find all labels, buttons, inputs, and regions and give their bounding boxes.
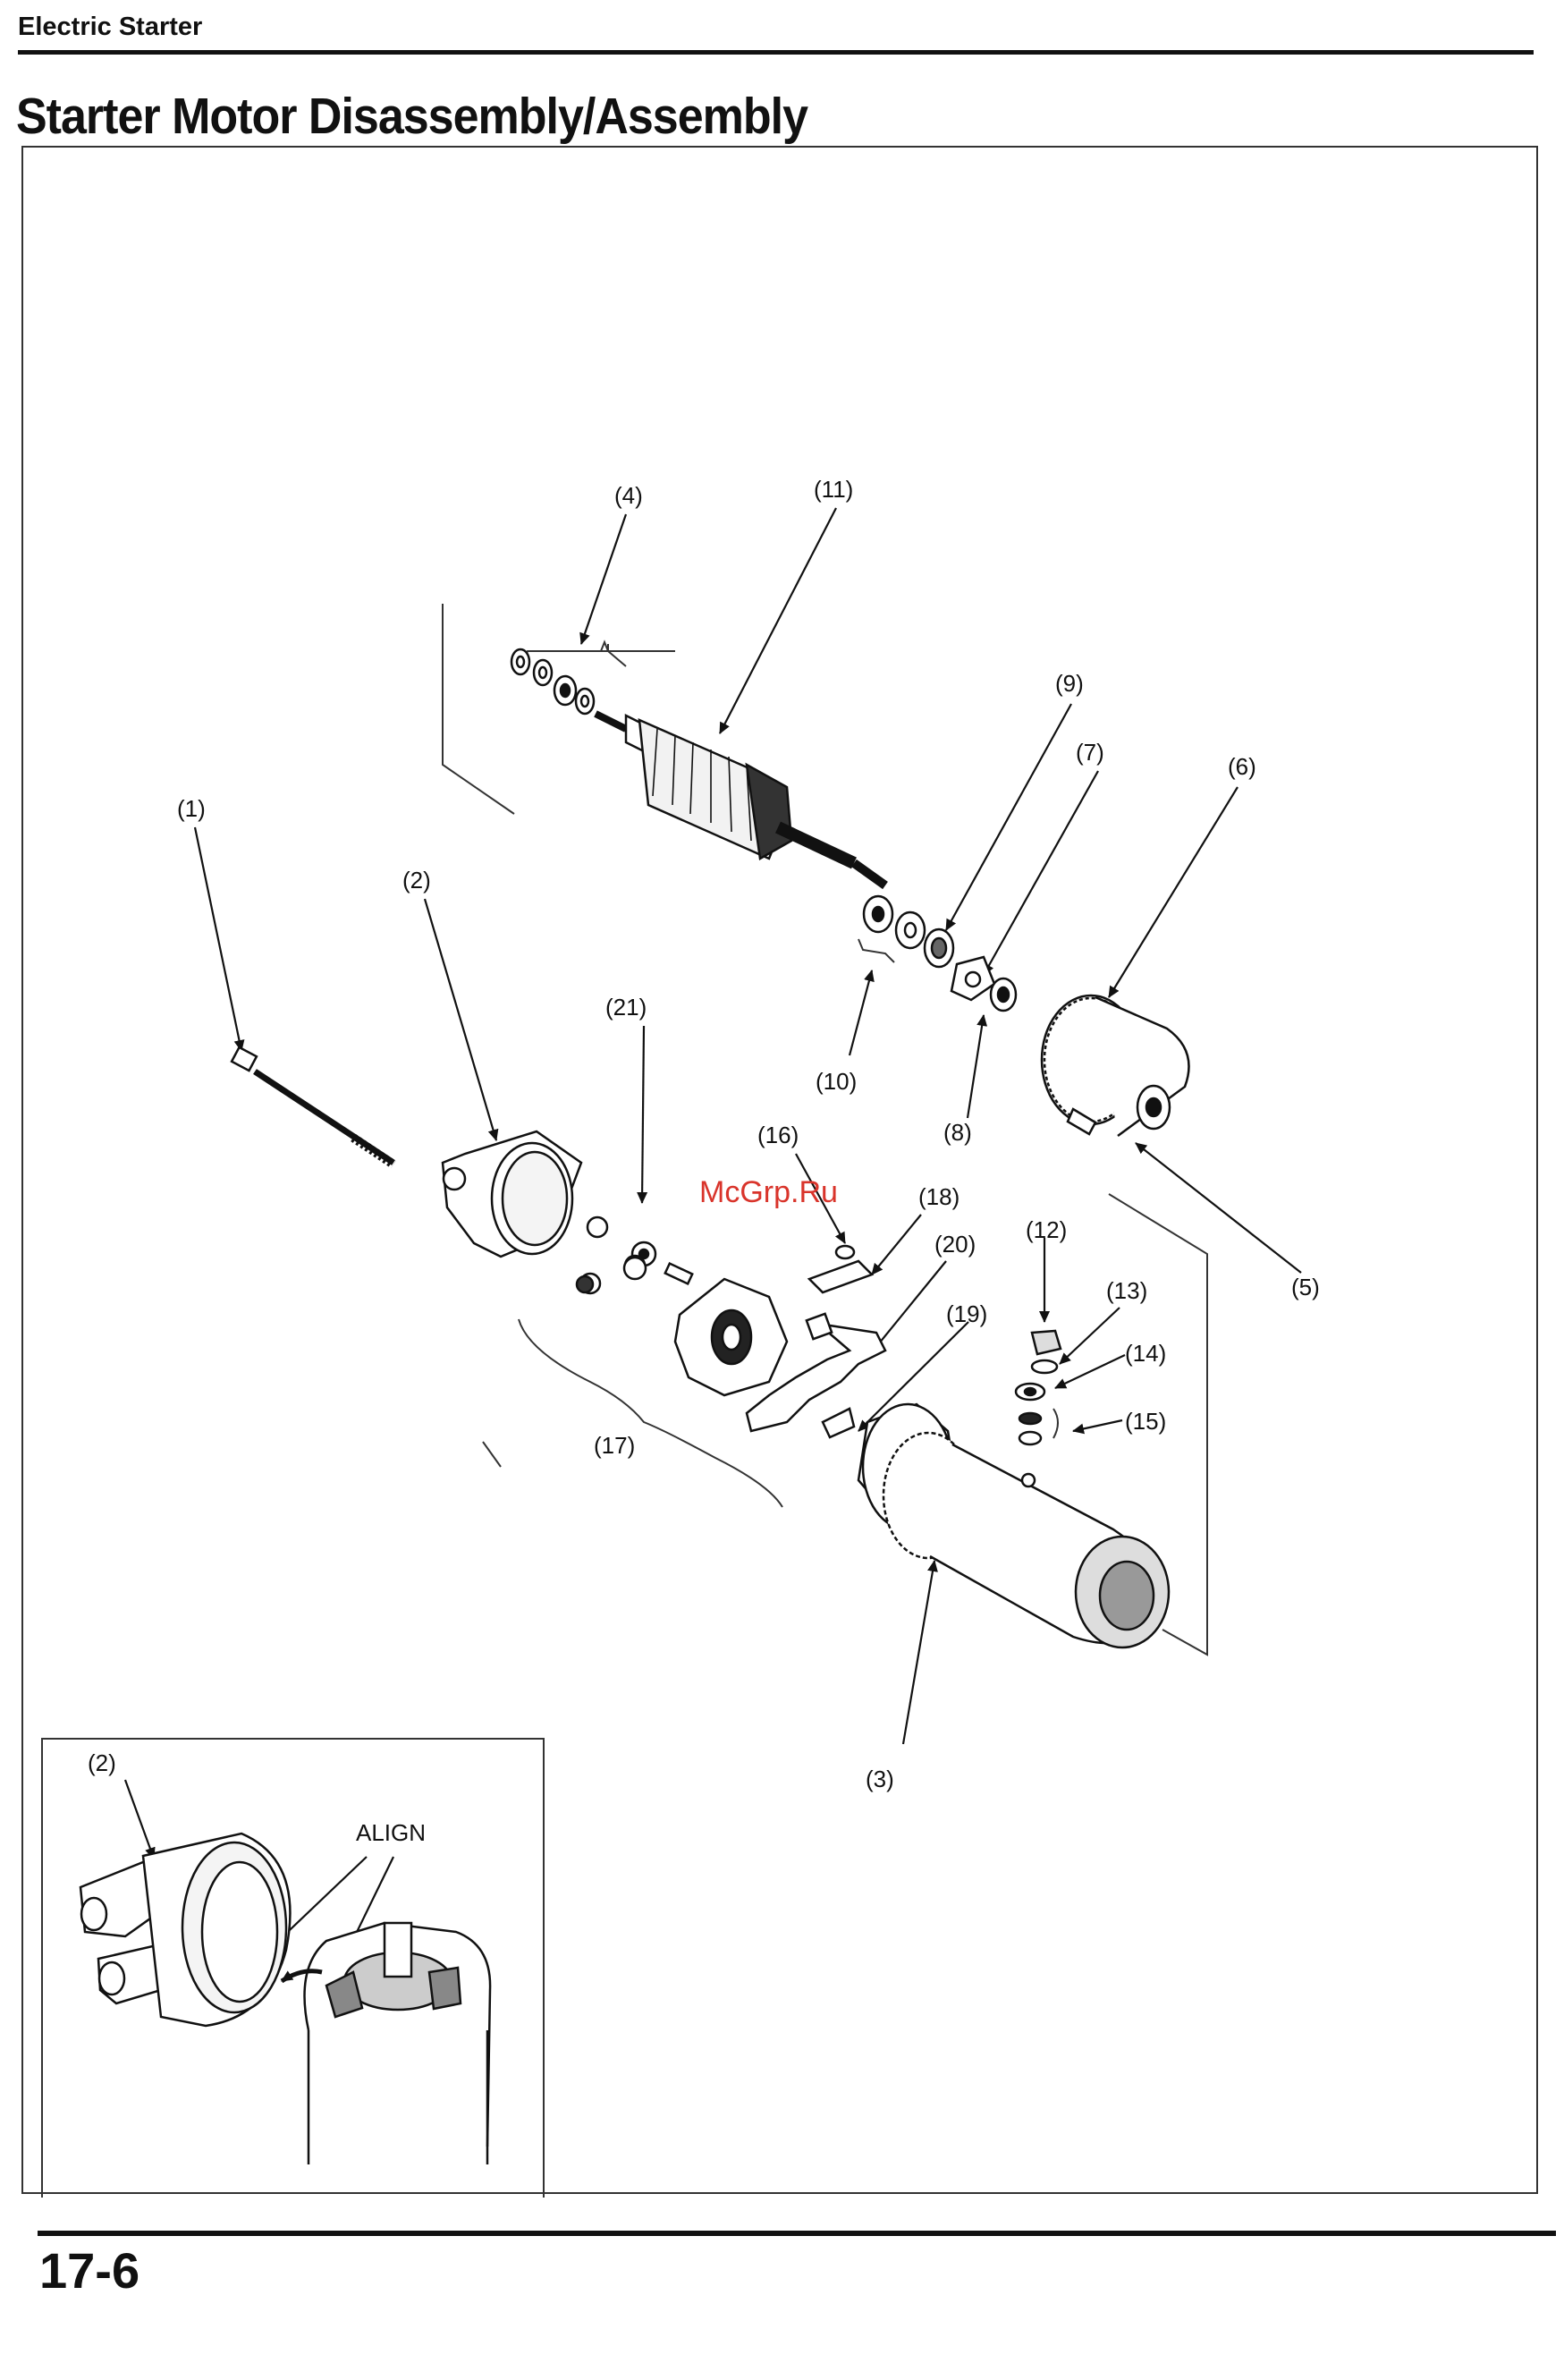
callout-6: (6) [1228,753,1256,780]
callout-4: (4) [614,482,643,509]
callout-15: (15) [1125,1408,1166,1435]
washers-10 [864,896,925,948]
callout-16: (16) [757,1122,799,1148]
callout-8: (8) [943,1119,972,1146]
callout-3: (3) [866,1766,894,1792]
terminal-hardware [1016,1331,1061,1444]
callout-20: (20) [934,1231,976,1258]
watermark: McGrp.Ru [699,1175,838,1210]
bearing-9 [925,929,953,967]
brush-springs-21 [577,1217,655,1293]
rear-cover-2 [443,1131,581,1257]
callout-13: (13) [1106,1277,1147,1304]
through-bolt-1 [232,1047,393,1165]
callout-10: (10) [816,1068,857,1095]
callout-14: (14) [1125,1340,1166,1367]
inset-illustration [80,1834,490,2164]
armature-11 [596,714,885,885]
align-label: ALIGN [356,1819,426,1846]
bottom-rule [38,2231,1556,2236]
plate-7 [951,957,994,1000]
callout-2: (2) [402,867,431,894]
callout-12: (12) [1026,1216,1067,1243]
callout-7: (7) [1076,739,1104,766]
callout-17: (17) [594,1432,635,1459]
callout-19: (19) [946,1300,987,1327]
page-number: 17-6 [39,2241,139,2300]
callout-11: (11) [814,476,853,503]
callout-5: (5) [1291,1274,1320,1300]
callout-9: (9) [1055,670,1084,697]
washers-4 [511,649,594,714]
end-housing-5 [1042,995,1189,1136]
bearing-8 [991,978,1016,1011]
yoke-3 [858,1404,1169,1647]
leader-lines [125,508,1301,1995]
callout-21: (21) [605,994,647,1021]
callout-18: (18) [918,1183,960,1210]
callout-1: (1) [177,795,206,822]
brush-holder [665,1264,787,1395]
inset-callout-2: (2) [88,1749,116,1776]
